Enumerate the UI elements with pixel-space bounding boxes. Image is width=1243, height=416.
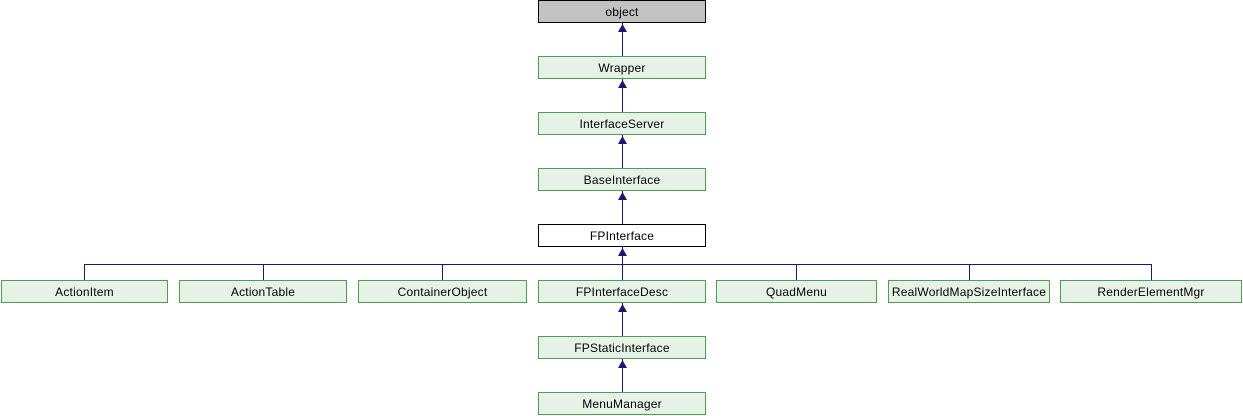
arrowhead-to-fpinterfacedesc bbox=[618, 304, 627, 312]
class-node-fpstaticinterface[interactable]: FPStaticInterface bbox=[538, 336, 706, 359]
class-node-menumanager[interactable]: MenuManager bbox=[538, 392, 706, 415]
arrowhead-to-fpstaticinterface bbox=[618, 360, 627, 368]
class-node-containerobject[interactable]: ContainerObject bbox=[358, 280, 527, 303]
class-node-renderelementmgr[interactable]: RenderElementMgr bbox=[1060, 280, 1242, 303]
class-node-baseinterface[interactable]: BaseInterface bbox=[538, 168, 706, 191]
class-node-object: object bbox=[538, 0, 706, 23]
arrowhead-to-object bbox=[618, 24, 627, 32]
class-node-interfaceserver[interactable]: InterfaceServer bbox=[538, 112, 706, 135]
class-node-wrapper[interactable]: Wrapper bbox=[538, 56, 706, 79]
class-node-actionitem[interactable]: ActionItem bbox=[1, 280, 168, 303]
class-node-realworldmapsizeinterface[interactable]: RealWorldMapSizeInterface bbox=[888, 280, 1050, 303]
class-node-actiontable[interactable]: ActionTable bbox=[179, 280, 347, 303]
arrowhead-to-baseinterface bbox=[618, 192, 627, 200]
arrowhead-to-interfaceserver bbox=[618, 136, 627, 144]
arrowhead-to-fpinterface bbox=[618, 248, 627, 256]
class-node-fpinterface: FPInterface bbox=[538, 224, 706, 247]
class-node-fpinterfacedesc[interactable]: FPInterfaceDesc bbox=[538, 280, 706, 303]
class-node-quadmenu[interactable]: QuadMenu bbox=[716, 280, 877, 303]
arrowhead-to-wrapper bbox=[618, 80, 627, 88]
